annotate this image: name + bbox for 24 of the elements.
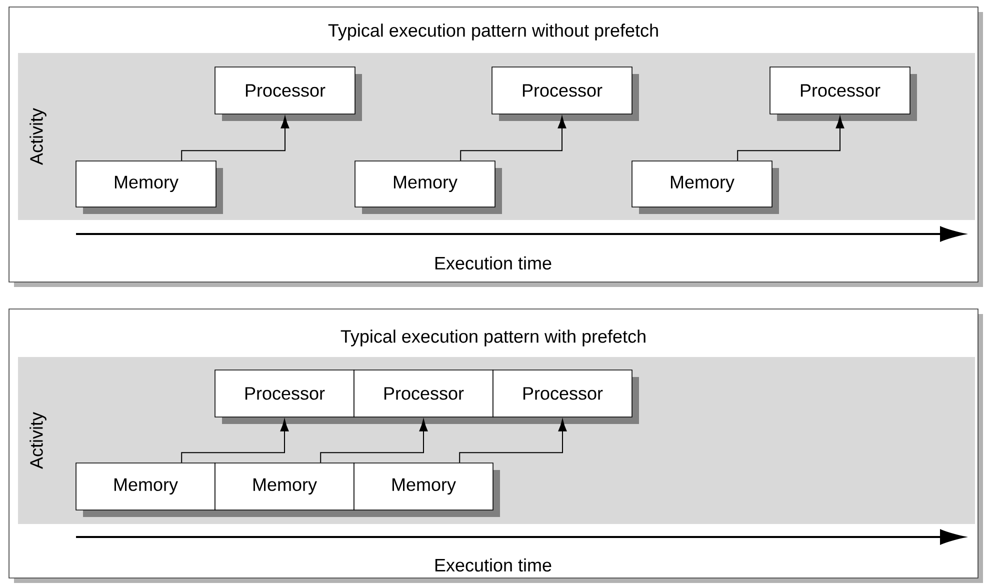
arrow <box>737 116 844 162</box>
arrow <box>320 419 428 464</box>
arrow <box>181 419 289 464</box>
axis-label: Execution time <box>435 558 552 572</box>
process-box: Memory <box>76 462 216 510</box>
process-box: Processor <box>354 370 494 418</box>
process-box: Processor <box>770 66 910 114</box>
arrow <box>460 116 566 162</box>
process-box: Processor <box>214 66 356 114</box>
process-box: Memory <box>632 160 772 208</box>
arrow <box>459 419 567 464</box>
axis-label: Activity <box>30 108 46 165</box>
panel-title: Typical execution pattern with prefetch <box>340 330 646 346</box>
axis-label: Execution time <box>435 256 552 270</box>
process-box: Processor <box>492 66 632 114</box>
process-box: Memory <box>76 160 216 208</box>
process-box: Memory <box>354 160 496 208</box>
panel-title: Typical execution pattern without prefetch <box>328 24 658 40</box>
axis-label: Activity <box>30 412 46 469</box>
process-box: Processor <box>214 370 354 418</box>
process-box: Memory <box>214 462 354 510</box>
arrow <box>181 116 290 162</box>
process-box: Processor <box>492 370 632 418</box>
process-box: Memory <box>354 462 494 510</box>
